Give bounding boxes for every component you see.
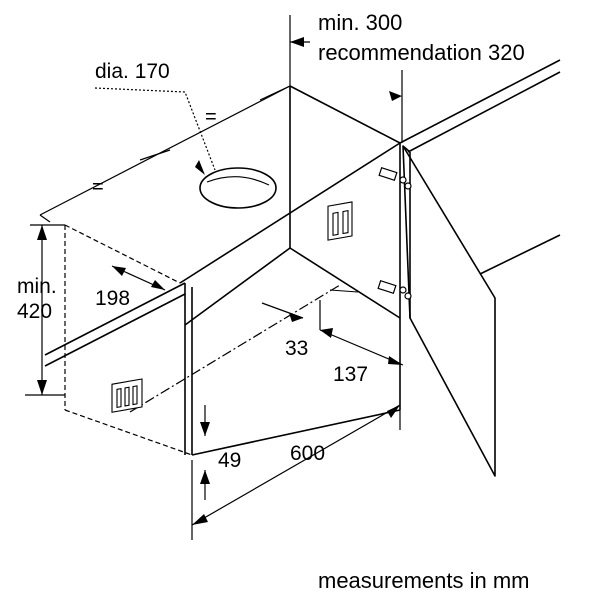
label-420: 420 xyxy=(17,300,52,323)
label-equal-top: = xyxy=(205,106,217,128)
duct-opening xyxy=(199,167,277,209)
arrowheads xyxy=(37,37,403,525)
wall-strip xyxy=(44,59,561,367)
hidden-outline xyxy=(64,224,193,456)
mounting-bracket-right xyxy=(327,201,359,293)
label-33: 33 xyxy=(285,337,308,360)
hinge-bottom xyxy=(377,279,412,300)
label-recommendation-320: recommendation 320 xyxy=(318,40,525,65)
dimension-lines xyxy=(25,15,404,540)
hinge-top xyxy=(378,166,412,190)
label-198: 198 xyxy=(95,287,130,310)
label-600: 600 xyxy=(290,442,325,465)
label-units-note: measurements in mm xyxy=(318,568,530,593)
cabinet-door xyxy=(402,145,496,477)
label-equal-left: = xyxy=(92,176,104,198)
mounting-bracket-left xyxy=(111,378,143,413)
label-min: min. xyxy=(17,275,57,298)
label-137: 137 xyxy=(333,363,368,386)
label-dia-170: dia. 170 xyxy=(95,60,170,83)
label-49: 49 xyxy=(218,449,241,472)
centre-line xyxy=(129,284,341,413)
label-min-300: min. 300 xyxy=(318,10,402,35)
cabinet-outline xyxy=(179,85,401,456)
